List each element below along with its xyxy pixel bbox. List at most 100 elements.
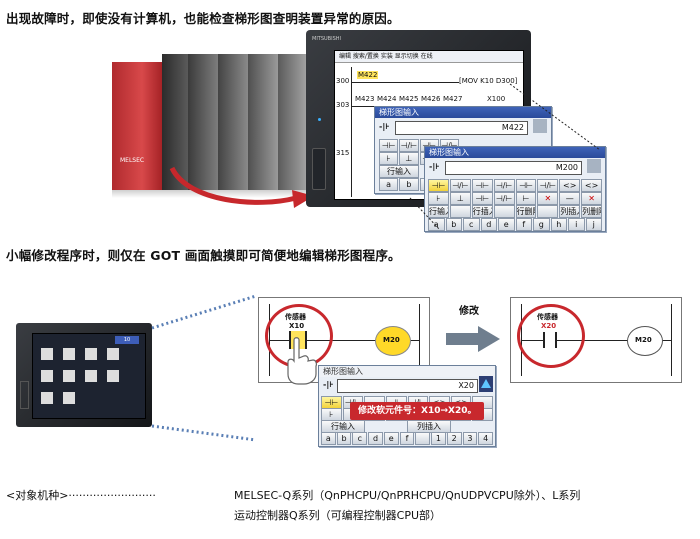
app-icon-2[interactable] [63, 348, 75, 360]
e-key-e[interactable]: e [383, 432, 399, 445]
p2-key-row-insert[interactable]: 行插入 [471, 205, 493, 218]
p1-key-a[interactable]: ⊣⊢ [379, 139, 399, 152]
p1-key-b[interactable]: ⊣/⊢ [399, 139, 419, 152]
p1-row-input-key[interactable]: 行输入 [379, 165, 419, 178]
plc-rack-image: MELSEC [112, 52, 317, 198]
app-icon-9[interactable] [41, 392, 53, 404]
p1-key-e[interactable]: ⊦ [379, 152, 399, 165]
popup2-input[interactable]: M200 [445, 161, 582, 175]
p2-key-c[interactable]: c [463, 218, 480, 231]
got-side-button[interactable] [312, 148, 326, 190]
p2-key-d[interactable]: d [480, 218, 497, 231]
p2-key-5[interactable]: ⊣⊢ [515, 179, 537, 192]
e-key-2n[interactable]: 2 [446, 432, 462, 445]
popup2-keys-row1: ⊣⊢ ⊣/⊢ ⊣⊢ ⊣/⊢ ⊣⊢ ⊣/⊢ <> <> [428, 179, 602, 192]
app-icon-5[interactable] [41, 370, 53, 382]
e-key-4n[interactable]: 4 [478, 432, 493, 445]
plc-io-module-2 [218, 54, 248, 190]
hand-pointer-icon [287, 337, 317, 385]
caption-mid: 小幅修改程序时，则仅在 GOT 画面触摸即可简便地编辑梯形图程序。 [6, 248, 401, 263]
p2-key-h[interactable]: h [550, 218, 567, 231]
app-icon-10[interactable] [63, 392, 75, 404]
app-icon-7[interactable] [85, 370, 97, 382]
e-key-col-insert[interactable]: 列插入 [407, 420, 451, 433]
e-key-a[interactable]: a [321, 432, 336, 445]
popup2-symbol: -|⊦ [429, 162, 440, 171]
e-key-d[interactable]: d [368, 432, 383, 445]
p2-key-b[interactable]: b [445, 218, 462, 231]
p2-key-blank-3[interactable] [537, 205, 559, 218]
app-icon-3[interactable] [85, 348, 97, 360]
p1-key-alpha-a[interactable]: a [379, 178, 399, 191]
p1-key-f[interactable]: ⊥ [399, 152, 419, 165]
edit-popup-input[interactable]: X20 [337, 379, 478, 393]
p2-key-11[interactable]: ⊣⊢ [471, 192, 493, 205]
p1-key-alpha-b[interactable]: b [399, 178, 419, 191]
p2-key-4[interactable]: ⊣/⊢ [493, 179, 515, 192]
p2-key-13[interactable]: ⊢ [515, 192, 537, 205]
p2-key-blank-2[interactable] [493, 205, 515, 218]
row-300-contact[interactable]: M422 [357, 71, 379, 79]
p2-key-10[interactable]: ⊥ [449, 192, 471, 205]
popup1-title: 梯形图输入 [375, 107, 551, 118]
before-coil [375, 326, 411, 356]
p2-key-row-input[interactable]: 行输入 [428, 205, 449, 218]
p2-key-6[interactable]: ⊣/⊢ [537, 179, 559, 192]
popup1-symbol: -|⊦ [379, 122, 390, 131]
edit-arrow-label: 修改 [459, 306, 479, 317]
got-bottom-button[interactable] [20, 381, 29, 409]
after-line [521, 340, 671, 341]
p2-key-col-insert[interactable]: 列插入 [559, 205, 581, 218]
p2-key-7[interactable]: <> [559, 179, 581, 192]
e-key-3n[interactable]: 3 [462, 432, 478, 445]
e-key-gap[interactable] [415, 432, 431, 445]
app-icon-8[interactable] [107, 370, 119, 382]
p2-key-blank-1[interactable] [449, 205, 471, 218]
footer-label: <对象机种>························· [6, 489, 156, 502]
p2-key-g[interactable]: g [533, 218, 550, 231]
after-coil-label: M20 [635, 336, 652, 344]
popup1-input[interactable]: M422 [395, 121, 528, 135]
e-key-f[interactable]: f [399, 432, 415, 445]
e-key-c[interactable]: c [352, 432, 368, 445]
popup1-scroll-button[interactable] [533, 119, 547, 133]
plc-cpu-module [162, 54, 188, 190]
p2-key-1[interactable]: ⊣⊢ [428, 179, 449, 192]
e-key-1n[interactable]: 1 [431, 432, 446, 445]
edit-popup-symbol: -|⊦ [323, 380, 334, 389]
p2-key-12[interactable]: ⊣/⊢ [493, 192, 515, 205]
plc-io-module-3 [248, 54, 278, 190]
app-icon-1[interactable] [41, 348, 53, 360]
popup2-keys-row2: ⊦ ⊥ ⊣⊢ ⊣/⊢ ⊢ ✕ — ✕ [428, 192, 602, 205]
p2-key-col-delete[interactable]: 列删除 [581, 205, 602, 218]
after-right-rail [671, 304, 672, 376]
p2-key-9[interactable]: ⊦ [428, 192, 449, 205]
p2-key-3[interactable]: ⊣⊢ [471, 179, 493, 192]
got-led [318, 118, 321, 121]
p2-key-row-delete[interactable]: 行删除 [515, 205, 537, 218]
e-key-b[interactable]: b [336, 432, 352, 445]
p2-key-14[interactable]: ✕ [537, 192, 559, 205]
app-icon-4[interactable] [107, 348, 119, 360]
plc-label: MELSEC [120, 157, 145, 164]
p2-key-j[interactable]: j [585, 218, 602, 231]
after-highlight-circle [517, 304, 585, 368]
p2-key-2[interactable]: ⊣/⊢ [449, 179, 471, 192]
got-bottom-screen: 10 [32, 333, 146, 419]
popup2-scroll-button[interactable] [587, 159, 601, 173]
p2-key-15[interactable]: — [559, 192, 581, 205]
row-300-instr: [MOV K10 D300] [459, 77, 518, 85]
got-menu-bar[interactable]: 编辑 搜索/置换 实装 显示切换 在线 [335, 51, 523, 63]
p2-key-16[interactable]: ✕ [581, 192, 602, 205]
p2-key-f[interactable]: f [515, 218, 532, 231]
footer-line-1: MELSEC-Q系列（QnPHCPU/QnPRHCPU/QnUDPVCPU除外）… [234, 489, 581, 502]
got-bottom-tab[interactable]: 10 [115, 336, 139, 344]
row-303-a: M423 [355, 95, 375, 103]
p2-key-i[interactable]: i [568, 218, 585, 231]
app-icon-6[interactable] [63, 370, 75, 382]
p2-key-8[interactable]: <> [581, 179, 602, 192]
plc-io-module-1 [188, 54, 218, 190]
p2-key-e[interactable]: e [498, 218, 515, 231]
edit-popup-up-button[interactable] [479, 376, 493, 392]
plc-power-module [112, 62, 162, 190]
